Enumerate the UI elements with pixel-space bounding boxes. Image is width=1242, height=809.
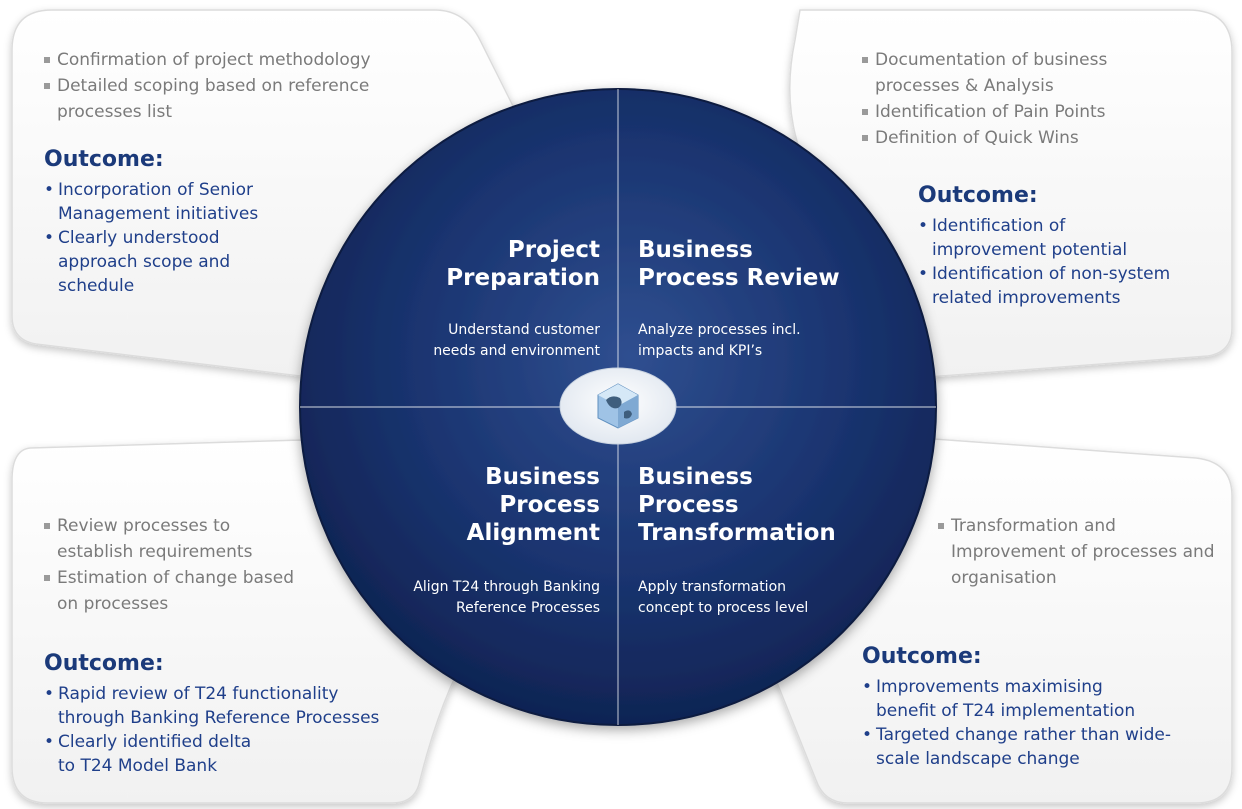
globe-cube-icon [597,383,639,429]
outcome-heading: Outcome: [918,183,1038,208]
outcome-list: Rapid review of T24 functionality throug… [44,682,404,778]
outcome-item: Identification of non-system related imp… [918,262,1222,310]
review-bullet: Documentation of business processes & An… [862,47,1145,99]
transformation-bullets: Transformation and Improvement of proces… [938,513,1218,591]
scope-bullets: Confirmation of project methodology Deta… [44,47,424,125]
review-bullet: Identification of Pain Points [862,99,1162,125]
outcome-item: Clearly identified delta to T24 Model Ba… [44,730,268,778]
quadrant-subtitle-project-preparation: Understand customer needs and environmen… [433,322,600,359]
alignment-bullet: Estimation of change based on processes [44,565,304,617]
transformation-bullet: Transformation and Improvement of proces… [938,513,1221,591]
outcome-item: Targeted change rather than wide-scale l… [862,723,1206,771]
outcome-item: Clearly understood approach scope and sc… [44,226,258,298]
quadrant-subtitle-business-process-review: Analyze processes incl. impacts and KPI’… [638,322,801,359]
outcome-item: Identification of improvement potential [918,214,1142,262]
scope-bullet: Detailed scoping based on reference proc… [44,73,402,125]
panel-top-right-content: Documentation of business processes & An… [862,47,1162,151]
quadrant-subtitle-business-process-transformation: Apply transformation concept to process … [638,579,809,616]
review-bullet: Definition of Quick Wins [862,125,1162,151]
panel-bottom-right-content: Transformation and Improvement of proces… [938,513,1218,591]
alignment-bullet: Review processes to establish requiremen… [44,513,304,565]
panel-bottom-left-outcome: Outcome: Rapid review of T24 functionali… [44,650,404,778]
outcome-list: Improvements maximising benefit of T24 i… [862,675,1192,771]
review-bullets: Documentation of business processes & An… [862,47,1162,151]
panel-top-left-content: Confirmation of project methodology Deta… [44,47,424,298]
quadrant-title-business-process-alignment: Business Process Alignment [466,464,600,546]
alignment-bullets: Review processes to establish requiremen… [44,513,304,617]
scope-bullet: Confirmation of project methodology [44,47,424,73]
outcome-heading: Outcome: [44,651,164,676]
quadrant-subtitle-business-process-alignment: Align T24 through Banking Reference Proc… [413,579,600,616]
outcome-heading: Outcome: [44,147,164,172]
panel-bottom-right-outcome: Outcome: Improvements maximising benefit… [862,643,1192,771]
outcome-item: Incorporation of Senior Management initi… [44,178,294,226]
outcome-list: Incorporation of Senior Management initi… [44,178,294,298]
outcome-list: Identification of improvement potential … [918,214,1218,310]
quadrant-title-project-preparation: Project Preparation [446,237,600,291]
panel-top-right-outcome: Outcome: Identification of improvement p… [918,182,1218,310]
outcome-item: Improvements maximising benefit of T24 i… [862,675,1146,723]
panel-bottom-left-content: Review processes to establish requiremen… [44,513,304,617]
outcome-item: Rapid review of T24 functionality throug… [44,682,404,730]
quadrant-title-business-process-review: Business Process Review [638,237,840,291]
outcome-heading: Outcome: [862,644,982,669]
quadrant-title-business-process-transformation: Business Process Transformation [638,464,836,546]
